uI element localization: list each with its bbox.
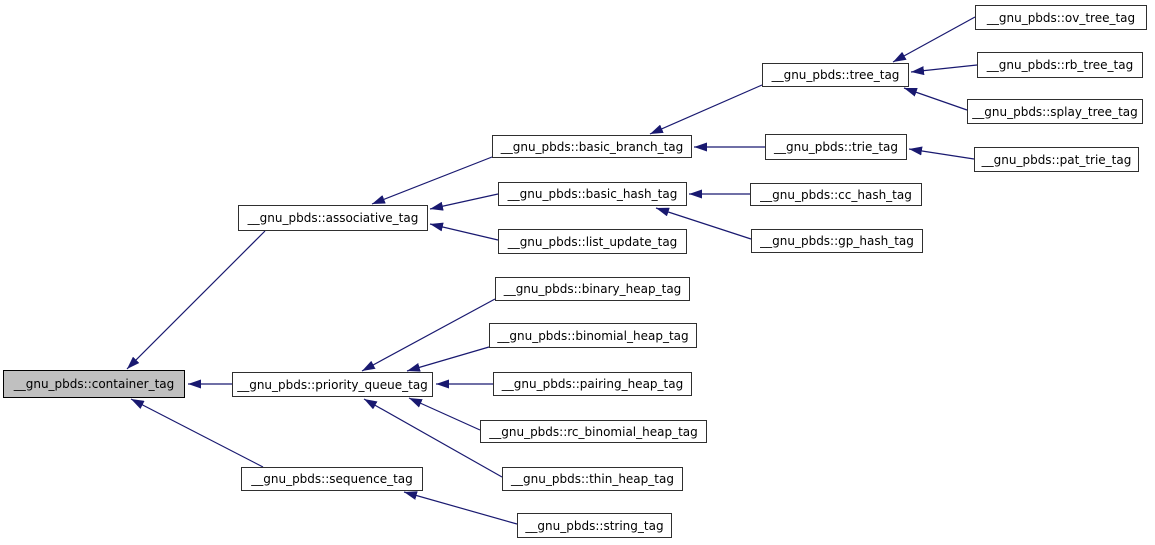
edge-basic-branch-to-associative	[371, 156, 493, 205]
node-rc-binomial-heap-tag[interactable]: __gnu_pbds::rc_binomial_heap_tag	[480, 420, 707, 443]
node-pat-trie-tag[interactable]: __gnu_pbds::pat_trie_tag	[974, 147, 1139, 172]
node-string-tag[interactable]: __gnu_pbds::string_tag	[517, 513, 672, 538]
node-basic-hash-tag[interactable]: __gnu_pbds::basic_hash_tag	[498, 182, 687, 206]
node-container-tag[interactable]: __gnu_pbds::container_tag	[3, 370, 185, 398]
edge-basic-hash-to-associative	[429, 193, 499, 211]
node-rb-tree-tag[interactable]: __gnu_pbds::rb_tree_tag	[977, 52, 1143, 78]
node-gp-hash-tag[interactable]: __gnu_pbds::gp_hash_tag	[751, 229, 923, 253]
node-associative-tag[interactable]: __gnu_pbds::associative_tag	[238, 205, 428, 231]
node-trie-tag[interactable]: __gnu_pbds::trie_tag	[765, 134, 907, 160]
node-thin-heap-tag[interactable]: __gnu_pbds::thin_heap_tag	[502, 467, 683, 491]
edge-associative-to-container	[126, 230, 266, 370]
node-ov-tree-tag[interactable]: __gnu_pbds::ov_tree_tag	[975, 5, 1147, 30]
edge-gp-hash-to-basic-hash	[655, 207, 752, 240]
node-binomial-heap-tag[interactable]: __gnu_pbds::binomial_heap_tag	[489, 323, 697, 348]
node-tree-tag[interactable]: __gnu_pbds::tree_tag	[762, 63, 909, 87]
node-basic-branch-tag[interactable]: __gnu_pbds::basic_branch_tag	[492, 135, 692, 158]
edge-sequence-to-container	[130, 398, 264, 468]
node-splay-tree-tag[interactable]: __gnu_pbds::splay_tree_tag	[967, 99, 1143, 124]
edge-rc-binomial-heap-to-priority-queue	[408, 397, 481, 431]
edge-pat-trie-to-trie	[908, 146, 975, 160]
edge-rb-tree-to-tree	[910, 64, 978, 76]
edge-ov-tree-to-tree	[892, 16, 976, 63]
edge-binary-heap-to-priority-queue	[361, 298, 496, 372]
edge-binomial-heap-to-priority-queue	[406, 346, 490, 372]
node-binary-heap-tag[interactable]: __gnu_pbds::binary_heap_tag	[495, 277, 690, 301]
node-list-update-tag[interactable]: __gnu_pbds::list_update_tag	[498, 229, 687, 254]
edge-splay-tree-to-tree	[903, 87, 968, 111]
edge-list-update-to-associative	[429, 222, 499, 241]
node-pairing-heap-tag[interactable]: __gnu_pbds::pairing_heap_tag	[493, 372, 692, 396]
edge-string-to-sequence	[403, 491, 518, 525]
node-priority-queue-tag[interactable]: __gnu_pbds::priority_queue_tag	[232, 372, 433, 397]
edge-tree-to-basic-branch	[649, 84, 763, 135]
edge-thin-heap-to-priority-queue	[363, 398, 503, 478]
node-cc-hash-tag[interactable]: __gnu_pbds::cc_hash_tag	[750, 183, 922, 206]
node-sequence-tag[interactable]: __gnu_pbds::sequence_tag	[241, 467, 423, 491]
